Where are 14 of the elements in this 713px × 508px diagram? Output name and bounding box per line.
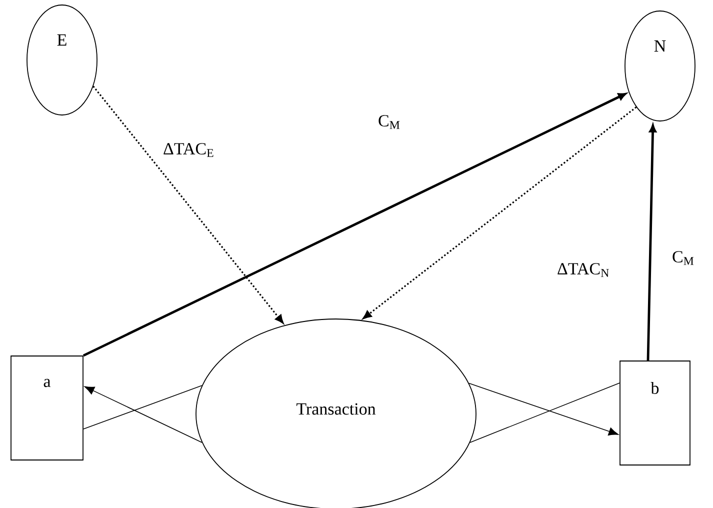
ellipse-node: E bbox=[26, 4, 98, 116]
edge-label: ΔTAC$_{E}$ bbox=[164, 143, 214, 157]
arrow bbox=[82, 92, 626, 357]
edge-label: C$_{M}$ bbox=[672, 251, 694, 265]
box-node: a bbox=[10, 356, 84, 460]
arrow bbox=[84, 386, 202, 443]
arrow bbox=[92, 86, 284, 324]
ellipse-node: N bbox=[624, 10, 696, 122]
box-node: b bbox=[620, 360, 690, 466]
arrow bbox=[646, 124, 656, 361]
edge-label: C$_{M}$ bbox=[378, 115, 400, 129]
edge-label: ΔTAC$_{N}$ bbox=[558, 263, 609, 277]
connector-line bbox=[83, 385, 202, 430]
arrow bbox=[362, 106, 637, 320]
